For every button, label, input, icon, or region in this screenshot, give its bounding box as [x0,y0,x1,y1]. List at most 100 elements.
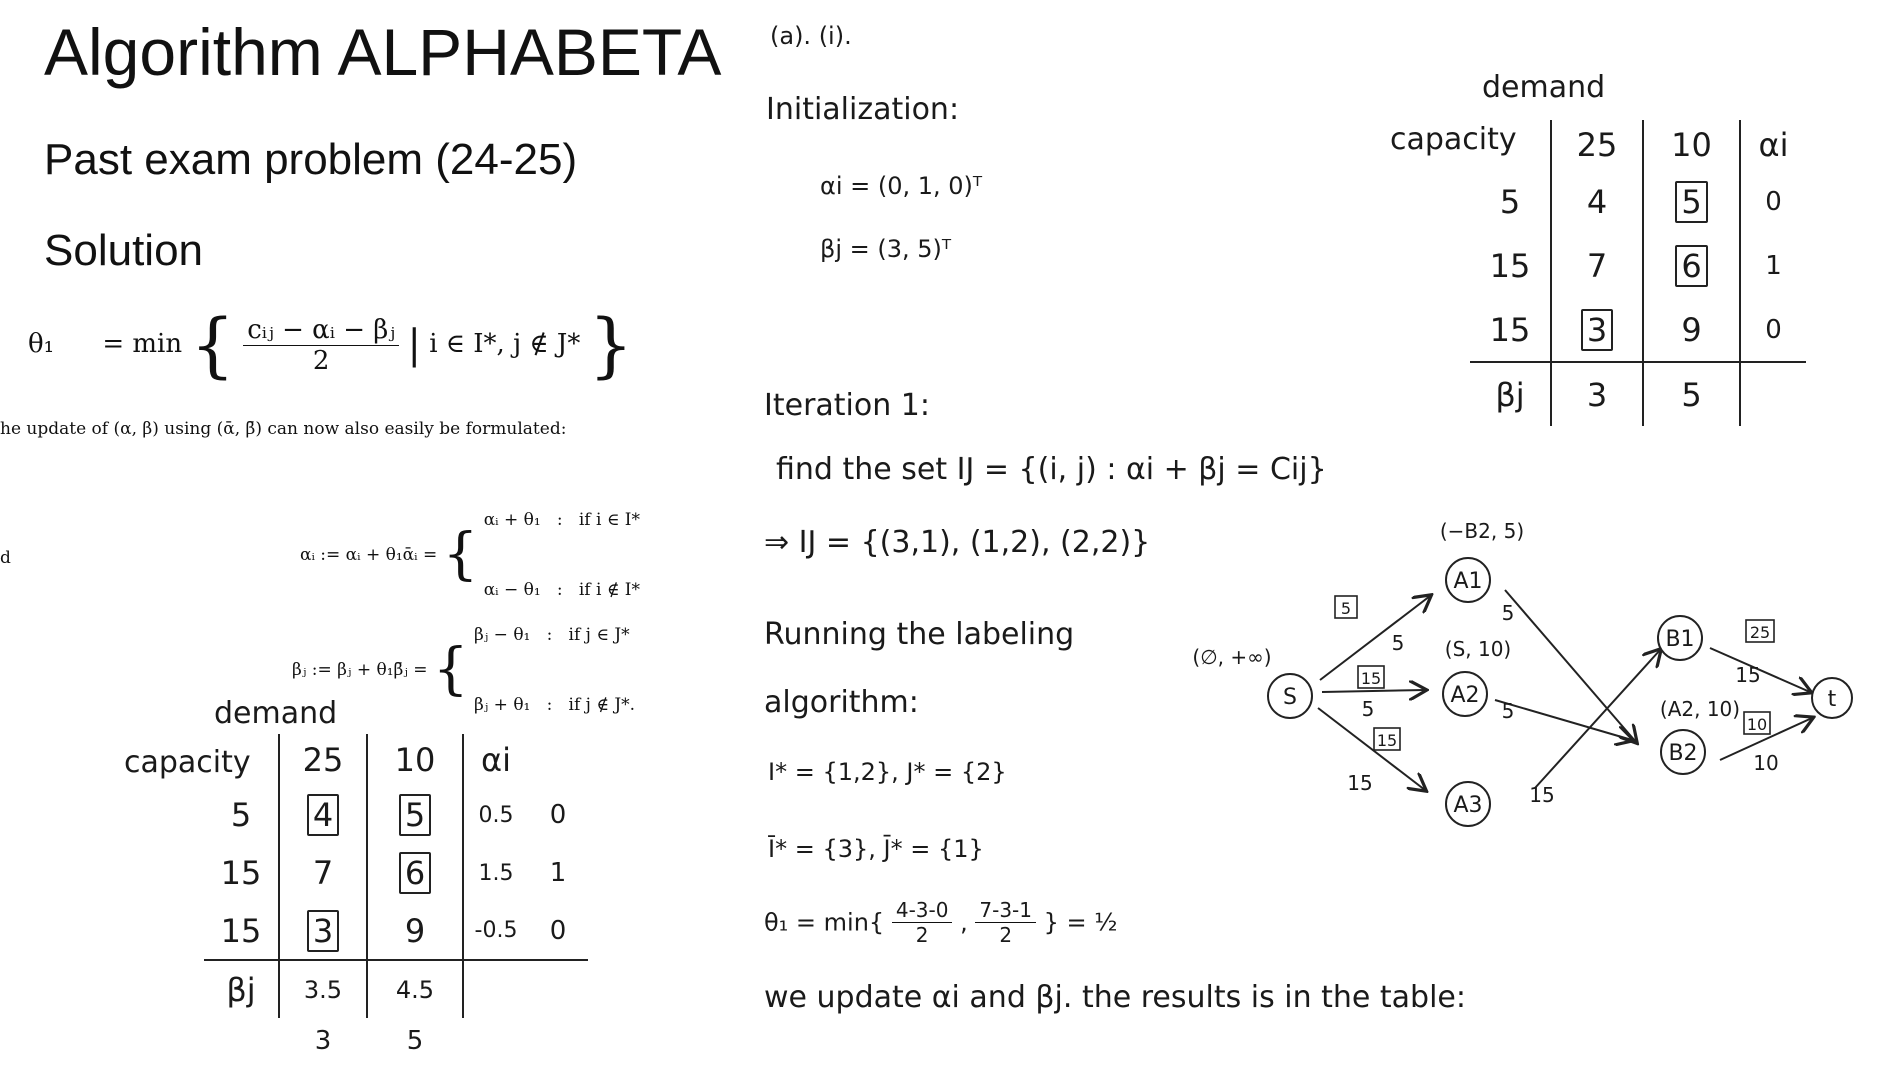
alpha-update-formula: αᵢ := αᵢ + θ₁ᾱᵢ = { αᵢ + θ₁ : if i ∈ I* … [300,465,640,645]
bottom-old-beta-1: 3 [314,1026,332,1056]
top-row-2-c1: 7 [1550,234,1643,298]
top-beta-label: βj [1495,375,1525,414]
beta-update-lhs: βⱼ := βⱼ + θ₁β̄ⱼ = [292,660,428,680]
edge-b2-t [1719,718,1812,761]
alpha-init: αi = (0, 1, 0)ᵀ [820,172,983,200]
theta-denominator: 2 [312,345,330,376]
edge-a2-b2 [1494,699,1632,740]
beta-update-formula: βⱼ := βⱼ + θ₁β̄ⱼ = { βⱼ − θ₁ : if j ∈ J*… [292,580,635,760]
update-note: we update αi and βj. the results is in t… [764,980,1466,1015]
bottom-beta-label: βj [226,970,256,1009]
bottom-row-3-old-alpha: 0 [549,915,567,946]
initialization-label: Initialization: [766,92,960,127]
node-a2-label: A2 [1450,683,1479,708]
bottom-old-beta-2: 5 [406,1026,424,1056]
table-row: 15 7 6 1.5 1 [204,844,588,902]
edge-s-a2-flow: 5 [1362,697,1375,721]
top-row-2-cap: 15 [1489,247,1531,285]
a1-node-label-text: (−B2, 5) [1440,519,1524,543]
top-row-3-c2: 9 [1642,298,1740,362]
bottom-table: 25 10 αi 5 4 5 0.5 0 15 7 6 1.5 1 15 3 9… [204,734,588,1064]
edge-s-a3 [1317,707,1425,790]
edge-s-a3-capacity: 15 [1377,731,1397,750]
bottom-row-3-c2: 9 [366,902,463,960]
top-col-header-1: 25 [1550,120,1643,170]
node-a1-label: A1 [1453,569,1482,594]
node-b2-label: B2 [1668,741,1697,766]
ij-result: ⇒ IJ = {(3,1), (1,2), (2,2)} [764,525,1151,560]
node-b1-label: B1 [1665,627,1694,652]
top-row-1-alpha: 0 [1739,170,1806,234]
theta-calc-frac-2-den: 2 [999,923,1013,947]
theta-calc-frac-1: 4-3-0 2 [891,898,953,947]
running-line-1: Running the labeling [764,617,1075,652]
node-t-label: t [1828,687,1837,712]
top-row-2-c2: 6 [1675,245,1708,287]
node-t [1811,677,1853,719]
edge-a3-b1 [1534,650,1660,789]
bottom-row-3-c1: 3 [306,909,340,952]
alpha-update-lhs: αᵢ := αᵢ + θ₁ᾱᵢ = [300,545,438,565]
bottom-row-1-old-alpha: 0 [549,800,567,830]
top-row-2-alpha: 1 [1739,234,1806,298]
bottom-beta-2: 4.5 [366,960,463,1018]
slide-title: Algorithm ALPHABETA [44,15,722,89]
beta-case-2: βⱼ + θ₁ : if j ∉ J*. [473,695,636,715]
theta-condition: i ∈ I*, j ∉ J* [429,329,581,359]
alpha-case-2: αᵢ − θ₁ : if i ∉ I* [483,580,641,600]
theta-calculation: θ₁ = min{ 4-3-0 2 , 7-3-1 2 } = ½ [764,898,1118,947]
edge-s-a3-flow: 15 [1347,771,1372,795]
bottom-row-1-c2: 5 [398,794,432,836]
edge-s-a1 [1319,596,1430,681]
top-col-header-3: αi [1739,120,1806,170]
part-label: (a). (i). [770,22,852,50]
bottom-row-2-alpha: 1.5 [462,844,528,902]
running-line-2: algorithm: [764,685,919,720]
theta-numerator: cᵢⱼ − αᵢ − βⱼ [243,315,400,346]
b2-node-label-text: (A2, 10) [1660,697,1740,721]
beta-init: βj = (3, 5)ᵀ [820,235,952,263]
bottom-row-2-cap: 15 [220,854,262,892]
bottom-row-2-old-alpha: 1 [549,858,567,888]
edge-b1-t-flow: 15 [1735,663,1760,687]
and-fragment: d [0,548,11,568]
edge-b1-t-capacity: 25 [1750,623,1770,642]
table-row: 15 7 6 1 [1470,234,1806,298]
bottom-col-header-1: 25 [278,734,367,786]
theta-calc-frac-1-num: 4-3-0 [891,898,953,923]
bottom-col-header-2: 10 [366,734,463,786]
bottom-beta-1: 3.5 [278,960,367,1018]
find-set: find the set IJ = {(i, j) : αi + βj = Ci… [776,452,1327,487]
table-row: 15 3 9 0 [1470,298,1806,362]
top-row-3-alpha: 0 [1739,298,1806,362]
bottom-row-1-cap: 5 [230,796,252,834]
table-row: 15 3 9 -0.5 0 [204,902,588,960]
table-row: 5 4 5 0 [1470,170,1806,234]
top-row-1-cap: 5 [1499,183,1521,221]
top-row-1-c2: 5 [1675,181,1708,223]
node-b2 [1660,729,1706,775]
bottom-col-header-3: αi [462,734,528,786]
theta-lhs: θ₁ [28,329,55,359]
edge-s-a1-flow: 5 [1392,631,1405,655]
edge-a3-b1-flow: 15 [1529,783,1554,807]
alpha-case-1: αᵢ + θ₁ : if i ∈ I* [483,510,641,530]
bottom-row-2-c1: 7 [278,844,367,902]
a2-node-label-text: (S, 10) [1445,637,1511,661]
bottom-row-3-alpha: -0.5 [462,902,528,960]
theta-calc-rhs: } = ½ [1043,908,1118,937]
table-row: 5 4 5 0.5 0 [204,786,588,844]
node-a3-label: A3 [1453,793,1482,818]
top-row-3-c1: 3 [1580,308,1614,351]
theta-fraction: cᵢⱼ − αᵢ − βⱼ 2 [243,315,400,376]
bottom-table-demand-label: demand [214,696,338,731]
edge-a1-b2 [1504,589,1636,742]
top-row-3-cap: 15 [1489,310,1531,349]
bottom-row-1-alpha: 0.5 [462,786,528,844]
edge-s-a2-capacity: 15 [1361,669,1381,688]
theta-calc-frac-1-den: 2 [915,923,929,947]
bottom-row-1-c1: 4 [306,794,340,836]
node-s-label: S [1283,685,1297,710]
beta-case-1: βⱼ − θ₁ : if j ∈ J* [473,625,630,645]
